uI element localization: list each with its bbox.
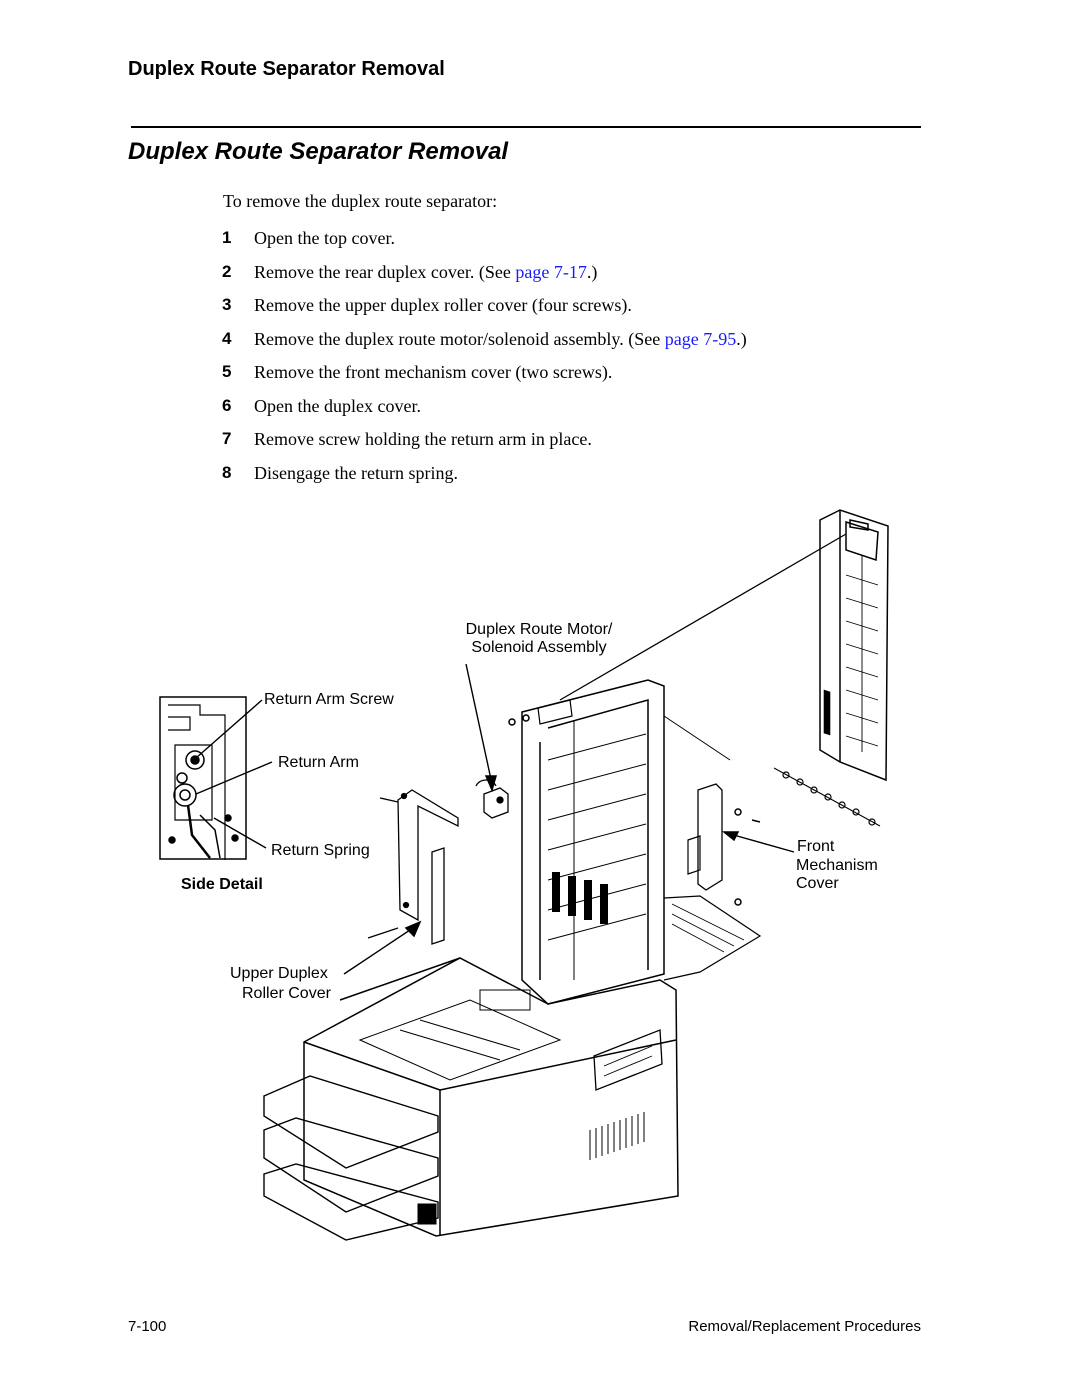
header-rule [131, 126, 921, 128]
printer-body-drawing [263, 679, 762, 1241]
motor-label-line2: Solenoid Assembly [471, 639, 606, 656]
step-text: Remove screw holding the return arm in p… [254, 429, 592, 449]
step-item: 5 Remove the front mechanism cover (two s… [222, 362, 747, 396]
step-text: Disengage the return spring. [254, 462, 458, 483]
step-item: 3 Remove the upper duplex roller cover (f… [222, 295, 747, 329]
front-label-line1: Front [797, 838, 835, 855]
step-number: 2 [222, 261, 232, 281]
step-item: 7 Remove screw holding the return arm in … [222, 429, 747, 463]
step-text: Remove the upper duplex roller cover (fo… [254, 295, 632, 315]
motor-label-line1: Duplex Route Motor/ [466, 621, 613, 638]
step-number: 5 [222, 362, 232, 381]
step-item: 6 Open the duplex cover. [222, 396, 747, 430]
section-title: Duplex Route Separator Removal [128, 138, 509, 165]
step-item: 4 Remove the duplex route motor/solenoid … [222, 329, 747, 363]
step-text: Remove the front mechanism cover (two sc… [254, 362, 613, 382]
step-number: 4 [222, 328, 232, 348]
return-spring-label: Return Spring [271, 842, 370, 859]
procedure-steps: 1 Open the top cover. 2 Remove the rear du… [222, 228, 747, 496]
page-link[interactable]: page 7-95 [664, 328, 737, 349]
step-item: 8 Disengage the return spring. [222, 463, 747, 497]
upper-duplex-label-line1: Upper Duplex [230, 965, 328, 982]
side-detail-label: Side Detail [181, 876, 263, 893]
step-number: 7 [222, 429, 232, 448]
page-link[interactable]: page 7-17 [515, 261, 587, 282]
upper-duplex-label-line2: Roller Cover [242, 985, 332, 1002]
step-text: Open the top cover. [254, 228, 395, 248]
side-detail-drawing [159, 696, 247, 860]
step-text: Remove the rear duplex cover. (See [254, 261, 516, 282]
section-footer: Removal/Replacement Procedures [688, 1318, 921, 1335]
step-text: Open the duplex cover. [254, 395, 421, 416]
upper-duplex-roller-cover-drawing [367, 789, 459, 945]
step-number: 3 [222, 295, 232, 314]
step-item: 1 Open the top cover. [222, 228, 747, 262]
return-arm-screw-label: Return Arm Screw [264, 691, 394, 708]
intro-text: To remove the duplex route separator: [223, 191, 498, 211]
return-arm-label: Return Arm [278, 754, 359, 771]
motor-solenoid-drawing [475, 779, 509, 819]
step-text-end: .) [736, 328, 747, 349]
step-number: 1 [222, 228, 232, 247]
step-text-end: .) [586, 261, 598, 282]
screw-row-drawing [773, 767, 881, 827]
running-header: Duplex Route Separator Removal [128, 58, 445, 80]
front-label-line2: Mechanism [796, 857, 878, 874]
step-item: 2 Remove the rear duplex cover. (See page… [222, 262, 747, 296]
step-text: Remove the duplex route motor/solenoid a… [254, 328, 665, 349]
page-number: 7-100 [128, 1318, 167, 1335]
rear-duplex-cover-drawing [819, 509, 889, 782]
step-number: 8 [222, 462, 232, 482]
step-number: 6 [222, 395, 232, 415]
front-label-line3: Cover [796, 875, 839, 892]
